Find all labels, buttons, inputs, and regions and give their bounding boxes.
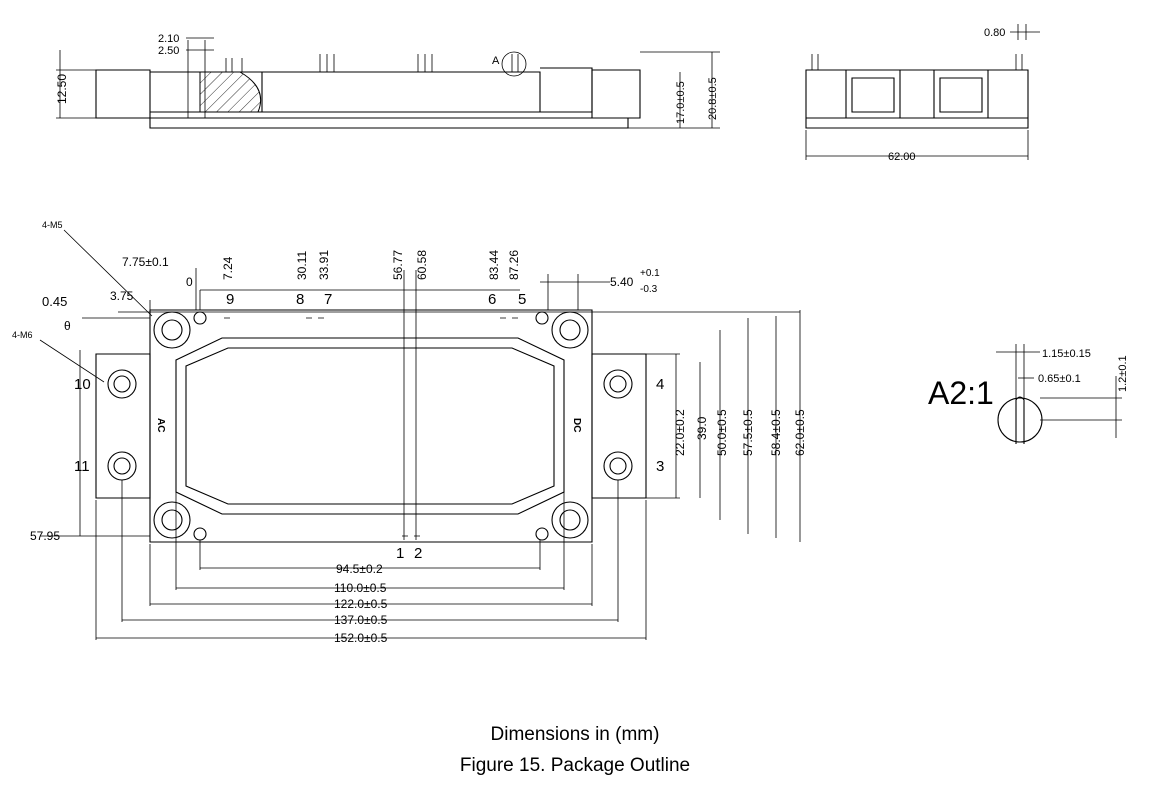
pin-8: 8 (296, 291, 304, 308)
detail-label: A2:1 (928, 375, 994, 411)
coord-83-44: 83.44 (487, 250, 501, 280)
pin-11: 11 (74, 458, 90, 475)
dim-0-45: 0.45 (42, 294, 67, 309)
coord-33-91: 33.91 (317, 250, 331, 280)
right-dims: 22.0±0.2 39.0 50.0±0.5 57.5±0.5 58.4±0.5… (673, 409, 807, 456)
pin-5: 5 (518, 291, 526, 308)
pin-10: 10 (74, 376, 91, 393)
dim-62-0: 62.0±0.5 (793, 409, 807, 456)
dim-57-95: 57.95 (30, 529, 60, 543)
top-coordinate-dims: 7.24 30.11 33.91 56.77 60.58 83.44 87.26 (221, 250, 521, 280)
dim-5-40-plus: +0.1 (640, 268, 660, 279)
label-dc: DC (571, 418, 582, 432)
coord-60-58: 60.58 (415, 250, 429, 280)
coord-7-24: 7.24 (221, 256, 235, 280)
dim-50-0: 50.0±0.5 (715, 409, 729, 456)
callout-4-m6: 4-M6 (12, 330, 33, 340)
detail-dim-1-15: 1.15±0.15 (1042, 348, 1091, 360)
detail-dim-1-2: 1.2±0.1 (1117, 355, 1129, 392)
dim-94-5: 94.5±0.2 (336, 562, 383, 576)
datum-theta: θ (64, 319, 71, 333)
dim-5-40: 5.40 (610, 275, 634, 289)
label-ac: AC (155, 418, 166, 432)
coord-30-11: 30.11 (295, 251, 309, 280)
pin-6: 6 (488, 291, 496, 308)
end-dim-0-80: 0.80 (984, 27, 1005, 39)
side-dim-17-0: 17.0±0.5 (675, 81, 687, 124)
pin-1: 1 (396, 545, 404, 562)
dim-110-0: 110.0±0.5 (334, 581, 387, 595)
datum-0: 0 (186, 275, 193, 289)
callout-4-m5: 4-M5 (42, 220, 63, 230)
dim-122-0: 122.0±0.5 (334, 597, 388, 611)
detail-ref-a: A (492, 55, 500, 67)
dim-5-40-minus: -0.3 (640, 284, 658, 295)
package-outline-drawing: 2.10 2.50 12.50 17.0±0.5 20.8±0.5 A 0.80… (12, 24, 1129, 645)
mounting-holes (153, 311, 589, 541)
pin-4: 4 (656, 376, 664, 393)
pin-7: 7 (324, 291, 332, 308)
coord-56-77: 56.77 (391, 250, 405, 280)
dim-58-4: 58.4±0.5 (769, 409, 783, 456)
end-dim-62-00: 62.00 (888, 151, 916, 163)
dim-3-75: 3.75 (110, 289, 134, 303)
dim-39-0: 39.0 (695, 416, 709, 440)
side-view: 2.10 2.50 12.50 17.0±0.5 20.8±0.5 A (55, 33, 720, 129)
side-dim-2-10: 2.10 (158, 33, 179, 45)
side-dim-20-8: 20.8±0.5 (707, 77, 719, 120)
coord-87-26: 87.26 (507, 250, 521, 280)
figure-caption: Figure 15. Package Outline (459, 755, 691, 776)
power-terminals (107, 369, 633, 481)
dim-57-5: 57.5±0.5 (741, 409, 755, 456)
side-dim-2-50: 2.50 (158, 45, 179, 57)
dim-137-0: 137.0±0.5 (334, 613, 388, 627)
top-view: 4-M5 4-M6 7.75±0.1 0.45 3.75 0 θ 5.40 +0… (12, 220, 807, 645)
detail-view: A2:1 1.15±0.15 0.65±0.1 1.2±0.1 (928, 344, 1129, 444)
dim-22-0: 22.0±0.2 (673, 409, 687, 456)
end-view: 0.80 62.00 (805, 24, 1040, 163)
pin-9: 9 (226, 291, 234, 308)
pin-2: 2 (414, 545, 422, 562)
side-dim-12-50: 12.50 (55, 74, 69, 104)
detail-dim-0-65: 0.65±0.1 (1038, 373, 1081, 385)
bottom-dims: 94.5±0.2 110.0±0.5 122.0±0.5 137.0±0.5 1… (334, 562, 388, 645)
pin-3: 3 (656, 458, 664, 475)
pin-numbers: 9 8 7 6 5 10 11 4 3 1 2 (74, 291, 664, 562)
dim-7-75: 7.75±0.1 (122, 255, 169, 269)
caption-units: Dimensions in (mm) (490, 724, 660, 745)
dim-152-0: 152.0±0.5 (334, 631, 388, 645)
